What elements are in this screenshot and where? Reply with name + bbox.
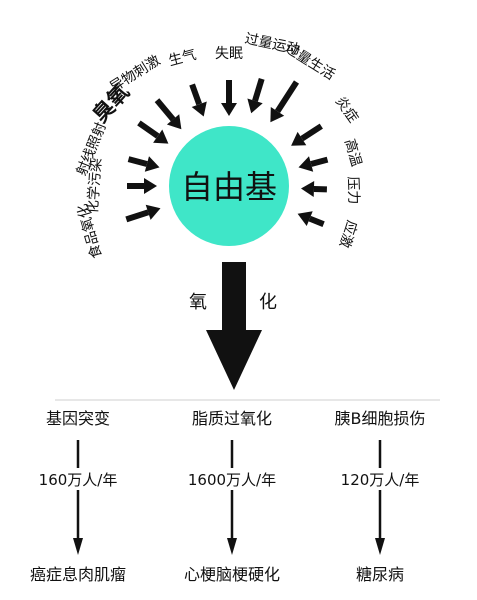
free-radical-label: 自由基 [181,168,277,206]
outcome-cause-lipid: 脂质过氧化 [192,409,272,428]
oxidation-label-left: 氧 [189,292,207,313]
outcome-cause-pancreas: 胰B细胞损伤 [335,409,426,428]
cause-arrow-shaft-ozone [137,120,160,139]
cause-arrow-head-anger [191,101,207,117]
cause-arrow-shaft-overexercise [252,78,265,102]
cause-arrow-shaft-irritants [154,98,176,122]
cause-arrow-head-food-oxidation [145,204,161,220]
outcome-disease-pancreas: 糖尿病 [356,565,404,584]
cause-arrow-head-high-temperature [298,156,314,172]
oxidation-arrow [206,262,262,390]
cause-label-pressure: 压力 [344,176,361,205]
outcome-rate-bg-pancreas [330,468,430,490]
free-radical-circle [169,126,289,246]
cause-arrow-shaft-stress-reaction [308,215,325,227]
cause-arrow-head-ozone [153,129,169,144]
cause-arrow-head-pressure [301,181,315,197]
outcome-rate-gene: 160万人/年 [39,471,118,489]
cause-arrow-head-inflammation [291,131,307,146]
outcome-arrow-head-gene [73,538,83,555]
cause-arrow-shaft-food-oxidation [125,209,150,223]
cause-label-anger: 生气 [167,47,198,70]
cause-arrow-head-stress-reaction [297,211,313,226]
cause-arrow-shaft-anger [189,83,203,106]
cause-label-chemical-pollution: 化学污染 [85,158,105,215]
outcome-disease-lipid: 心梗脑梗硬化 [184,565,280,584]
cause-arrow-shaft-inflammation [300,123,323,142]
outcome-rate-lipid: 1600万人/年 [188,471,276,489]
cause-arrow-head-radiation [144,156,160,172]
cause-arrow-head-overexercise [247,98,263,114]
outcome-arrow-head-pancreas [375,538,385,555]
outcome-rate-bg-lipid [182,468,282,490]
cause-arrow-shaft-high-temperature [310,156,329,167]
cause-arrow-head-stress-fast-paced-life [270,107,285,123]
oxidation-label-right: 化 [259,292,277,313]
outcome-rate-bg-gene [28,468,128,490]
cause-arrow-shaft-stress-fast-paced-life [274,80,300,114]
cause-arrow-head-irritants [166,114,182,130]
cause-label-high-temperature: 高温 [341,137,365,169]
cause-label-inflammation: 炎症 [332,94,361,126]
cause-arrow-head-insomnia [221,103,237,116]
cause-arrow-shaft-radiation [127,156,148,167]
cause-label-overexercise: 过量运动 [243,31,301,58]
outcome-arrow-head-lipid [227,538,237,555]
outcome-rate-pancreas: 120万人/年 [341,471,420,489]
cause-arrow-head-chemical-pollution [144,178,157,194]
cause-label-insomnia: 失眠 [215,46,243,62]
outcome-cause-gene: 基因突变 [46,409,110,428]
cause-label-stress-reaction: 应激 [336,218,361,250]
outcome-disease-gene: 癌症息肉肌瘤 [30,565,126,584]
